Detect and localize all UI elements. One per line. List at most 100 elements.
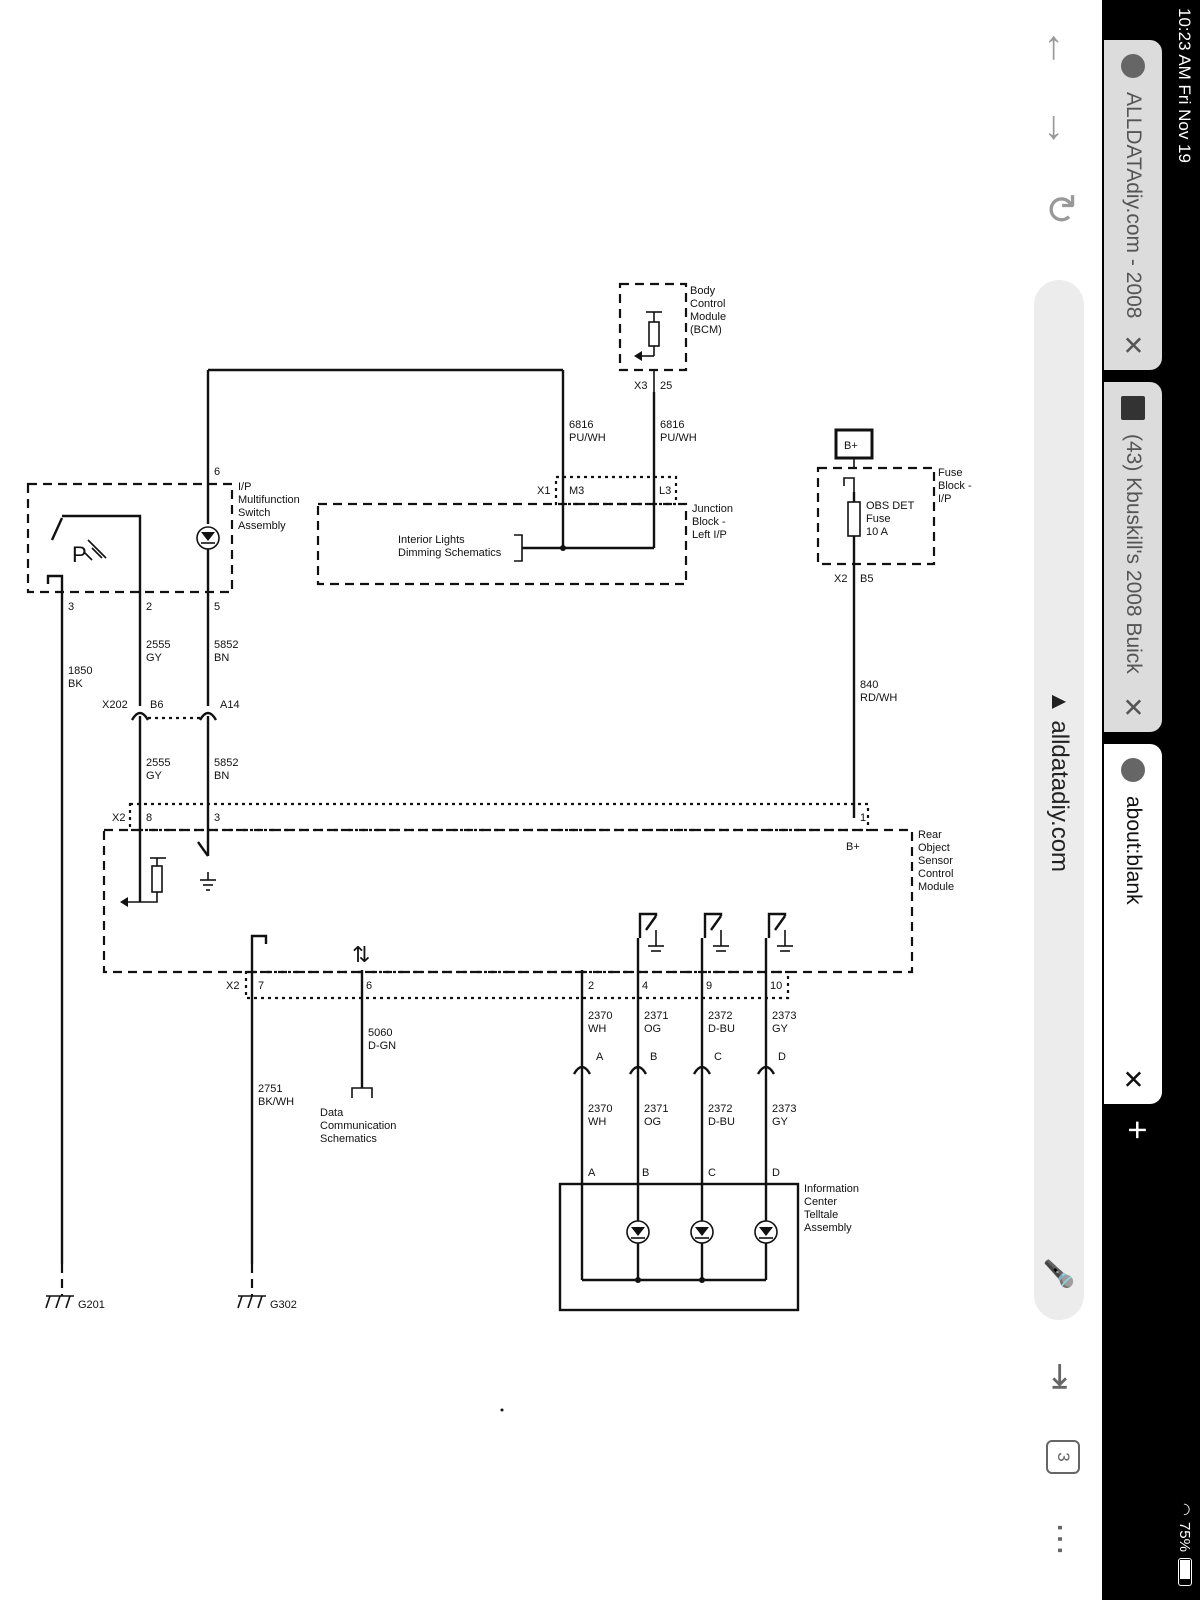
ro-pin-9: 9	[706, 980, 712, 992]
tab-bar: ALLDATAdiy.com - 2008 ✕ (43) Kbuskill's …	[1102, 0, 1170, 1600]
browser-chrome-rotated: 10:23 AM Fri Nov 19 ◠ 75% ALLDATAdiy.com…	[1015, 0, 1200, 1600]
tab-about-blank[interactable]: about:blank ✕	[1104, 744, 1162, 1104]
site-favicon-icon	[1121, 396, 1145, 420]
ground-g302-icon	[237, 1295, 266, 1309]
fuse-connector-x2: X2	[834, 573, 847, 585]
rear-sensor-module-outline	[102, 828, 914, 974]
ground-g201-label: G201	[78, 1299, 105, 1311]
back-arrow-icon[interactable]: ←	[1038, 28, 1082, 68]
close-icon[interactable]: ✕	[1118, 696, 1149, 718]
x202-a14: A14	[220, 699, 240, 711]
x1-label: X1	[537, 485, 550, 497]
ro-pin-3: 3	[214, 812, 220, 824]
l3-label: L3	[659, 485, 671, 497]
sensor-switch-4	[638, 912, 664, 952]
address-bar[interactable]: ▲ alldatadiy.com 🎤	[1034, 280, 1084, 1320]
tab-title: (43) Kbuskill's 2008 Buick	[1122, 434, 1145, 674]
x202-label: X202	[102, 699, 128, 711]
globe-icon	[1121, 54, 1145, 78]
ground-g201-icon	[45, 1295, 74, 1309]
bcm-resistor-symbol	[634, 311, 662, 361]
battery-icon	[1178, 1558, 1192, 1586]
ro-pin-6: 6	[366, 980, 372, 992]
info-center-outline	[558, 1182, 800, 1312]
ro-pin-1: 1	[860, 812, 866, 824]
x2-bottom-label: X2	[226, 980, 239, 992]
close-icon[interactable]: ✕	[1118, 1068, 1149, 1090]
forward-arrow-icon[interactable]: →	[1038, 108, 1082, 148]
tab-count: 3	[1046, 1440, 1080, 1474]
sw-pin-5: 5	[214, 601, 220, 613]
fuse-symbol	[847, 501, 861, 537]
fuse-pin-b5: B5	[860, 573, 873, 585]
status-bar: 10:23 AM Fri Nov 19 ◠ 75%	[1170, 0, 1200, 1600]
status-battery: ◠ 75%	[1176, 1503, 1194, 1586]
fuse-block-outline	[816, 466, 936, 566]
tab-alldata[interactable]: ALLDATAdiy.com - 2008 ✕	[1104, 40, 1162, 370]
wifi-icon: ◠	[1176, 1502, 1193, 1516]
sw-pin-6: 6	[214, 466, 220, 478]
sw-pin-3: 3	[68, 601, 74, 613]
junction-connector-x1	[554, 475, 678, 506]
tab-title: ALLDATAdiy.com - 2008	[1122, 92, 1145, 319]
ground-symbol	[200, 872, 216, 891]
battery-percent: 75%	[1176, 1521, 1194, 1552]
rear-sensor-connector-bottom	[244, 970, 790, 1000]
globe-icon	[1121, 758, 1145, 782]
microphone-icon[interactable]: 🎤	[1044, 1257, 1075, 1290]
ground-g302-label: G302	[270, 1299, 297, 1311]
ro-pin-2: 2	[588, 980, 594, 992]
browser-chrome: 10:23 AM Fri Nov 19 ◠ 75% ALLDATAdiy.com…	[1015, 0, 1200, 1600]
indicator-lamp-icon	[196, 526, 220, 550]
reload-icon[interactable]: ↻	[1038, 192, 1082, 226]
info-pin-a: A	[588, 1167, 596, 1179]
rear-sensor-resistor-symbol	[120, 857, 166, 907]
close-icon[interactable]: ✕	[1118, 334, 1149, 356]
sensor-switch-10	[767, 912, 793, 952]
info-pin-b: B	[642, 1167, 649, 1179]
tab-count-button[interactable]: 3	[1046, 1440, 1080, 1474]
ro-pin-10: 10	[770, 980, 782, 992]
ip-switch-outline	[26, 482, 234, 594]
data-arrows-icon: ⇅	[352, 942, 370, 967]
switch-symbol: P	[72, 542, 87, 567]
chassis-ground-symbol	[250, 934, 268, 944]
m3-label: M3	[569, 485, 584, 497]
sw-pin-2: 2	[146, 601, 152, 613]
ro-pin-4: 4	[642, 980, 648, 992]
telltale-lamp-icon	[626, 1220, 778, 1244]
browser-toolbar: ← → ↻ ▲ alldatadiy.com 🎤 ⇥ 3 ⋯	[1015, 0, 1102, 1600]
info-pin-d: D	[772, 1167, 780, 1179]
bcm-connector-x3: X3	[634, 380, 647, 392]
tab-title: about:blank	[1122, 796, 1145, 905]
ro-pin-8: 8	[146, 812, 152, 824]
more-menu-icon[interactable]: ⋯	[1041, 1522, 1079, 1556]
share-icon[interactable]: ⇥	[1041, 1362, 1079, 1391]
bplus-box-label: B+	[844, 440, 858, 452]
info-pin-c: C	[708, 1167, 716, 1179]
tab-kbuskill[interactable]: (43) Kbuskill's 2008 Buick ✕	[1104, 382, 1162, 732]
new-tab-plus-icon[interactable]: +	[1118, 1120, 1156, 1140]
junction-block-outline	[316, 502, 688, 586]
bcm-pin-25: 25	[660, 380, 672, 392]
